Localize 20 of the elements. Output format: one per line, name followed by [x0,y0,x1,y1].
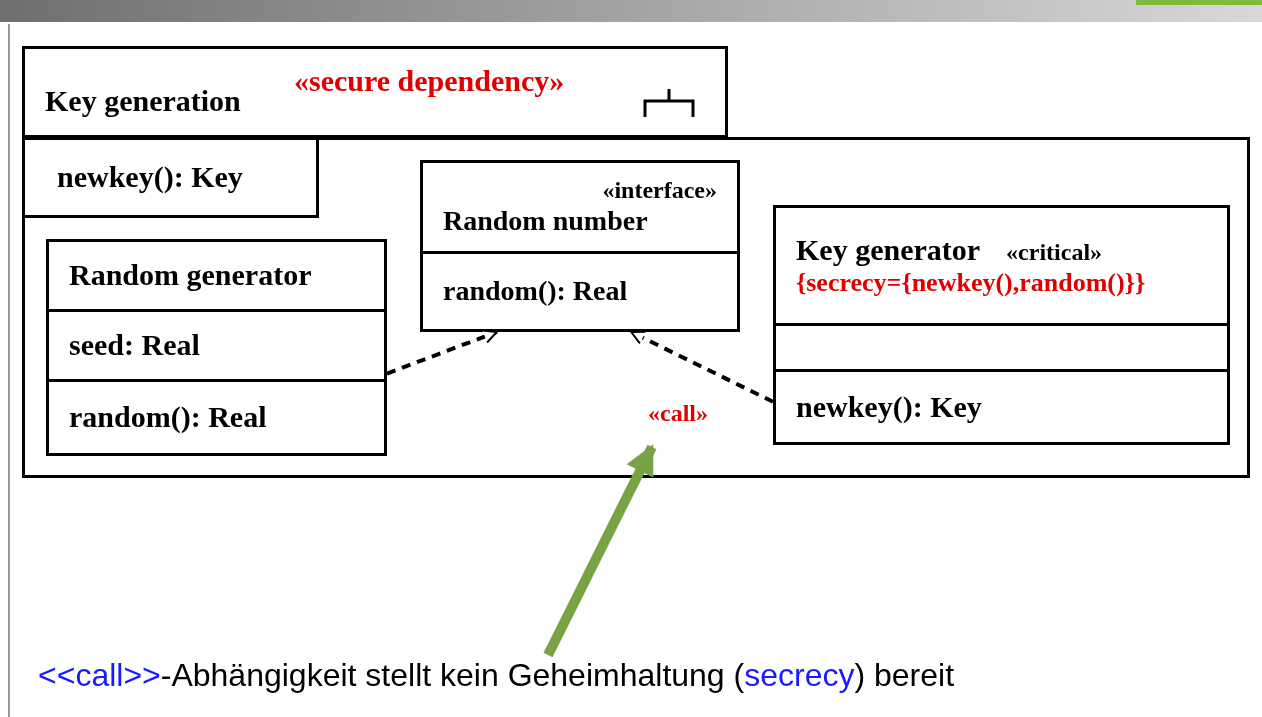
stereotype-label: «critical» [1006,239,1103,267]
class-box [420,160,740,332]
attribute-text: seed: Real [69,328,200,363]
class-box [46,239,387,456]
constraint-text: {secrecy={newkey(),random()}} [796,267,1146,298]
class-name: Key generator [796,233,981,268]
stereotype-label: «interface» [602,177,717,205]
operation-text: random(): Real [443,275,628,308]
operation-box [22,137,319,218]
class-name: Random generator [69,258,312,293]
operation-text: newkey(): Key [57,160,243,195]
class-box [773,205,1230,445]
stereotype-label: «secure dependency» [294,64,565,99]
operation-text: random(): Real [69,400,267,435]
dependency-arrow [630,330,774,404]
package-name: Key generation [45,84,241,119]
class-name: Random number [443,204,648,237]
note-text: <<call>>-Abhängigkeit stellt kein Geheimhaltung (secrecy) bereit [38,656,955,695]
operation-text: newkey(): Key [796,389,982,425]
pointer-arrow [543,444,657,658]
